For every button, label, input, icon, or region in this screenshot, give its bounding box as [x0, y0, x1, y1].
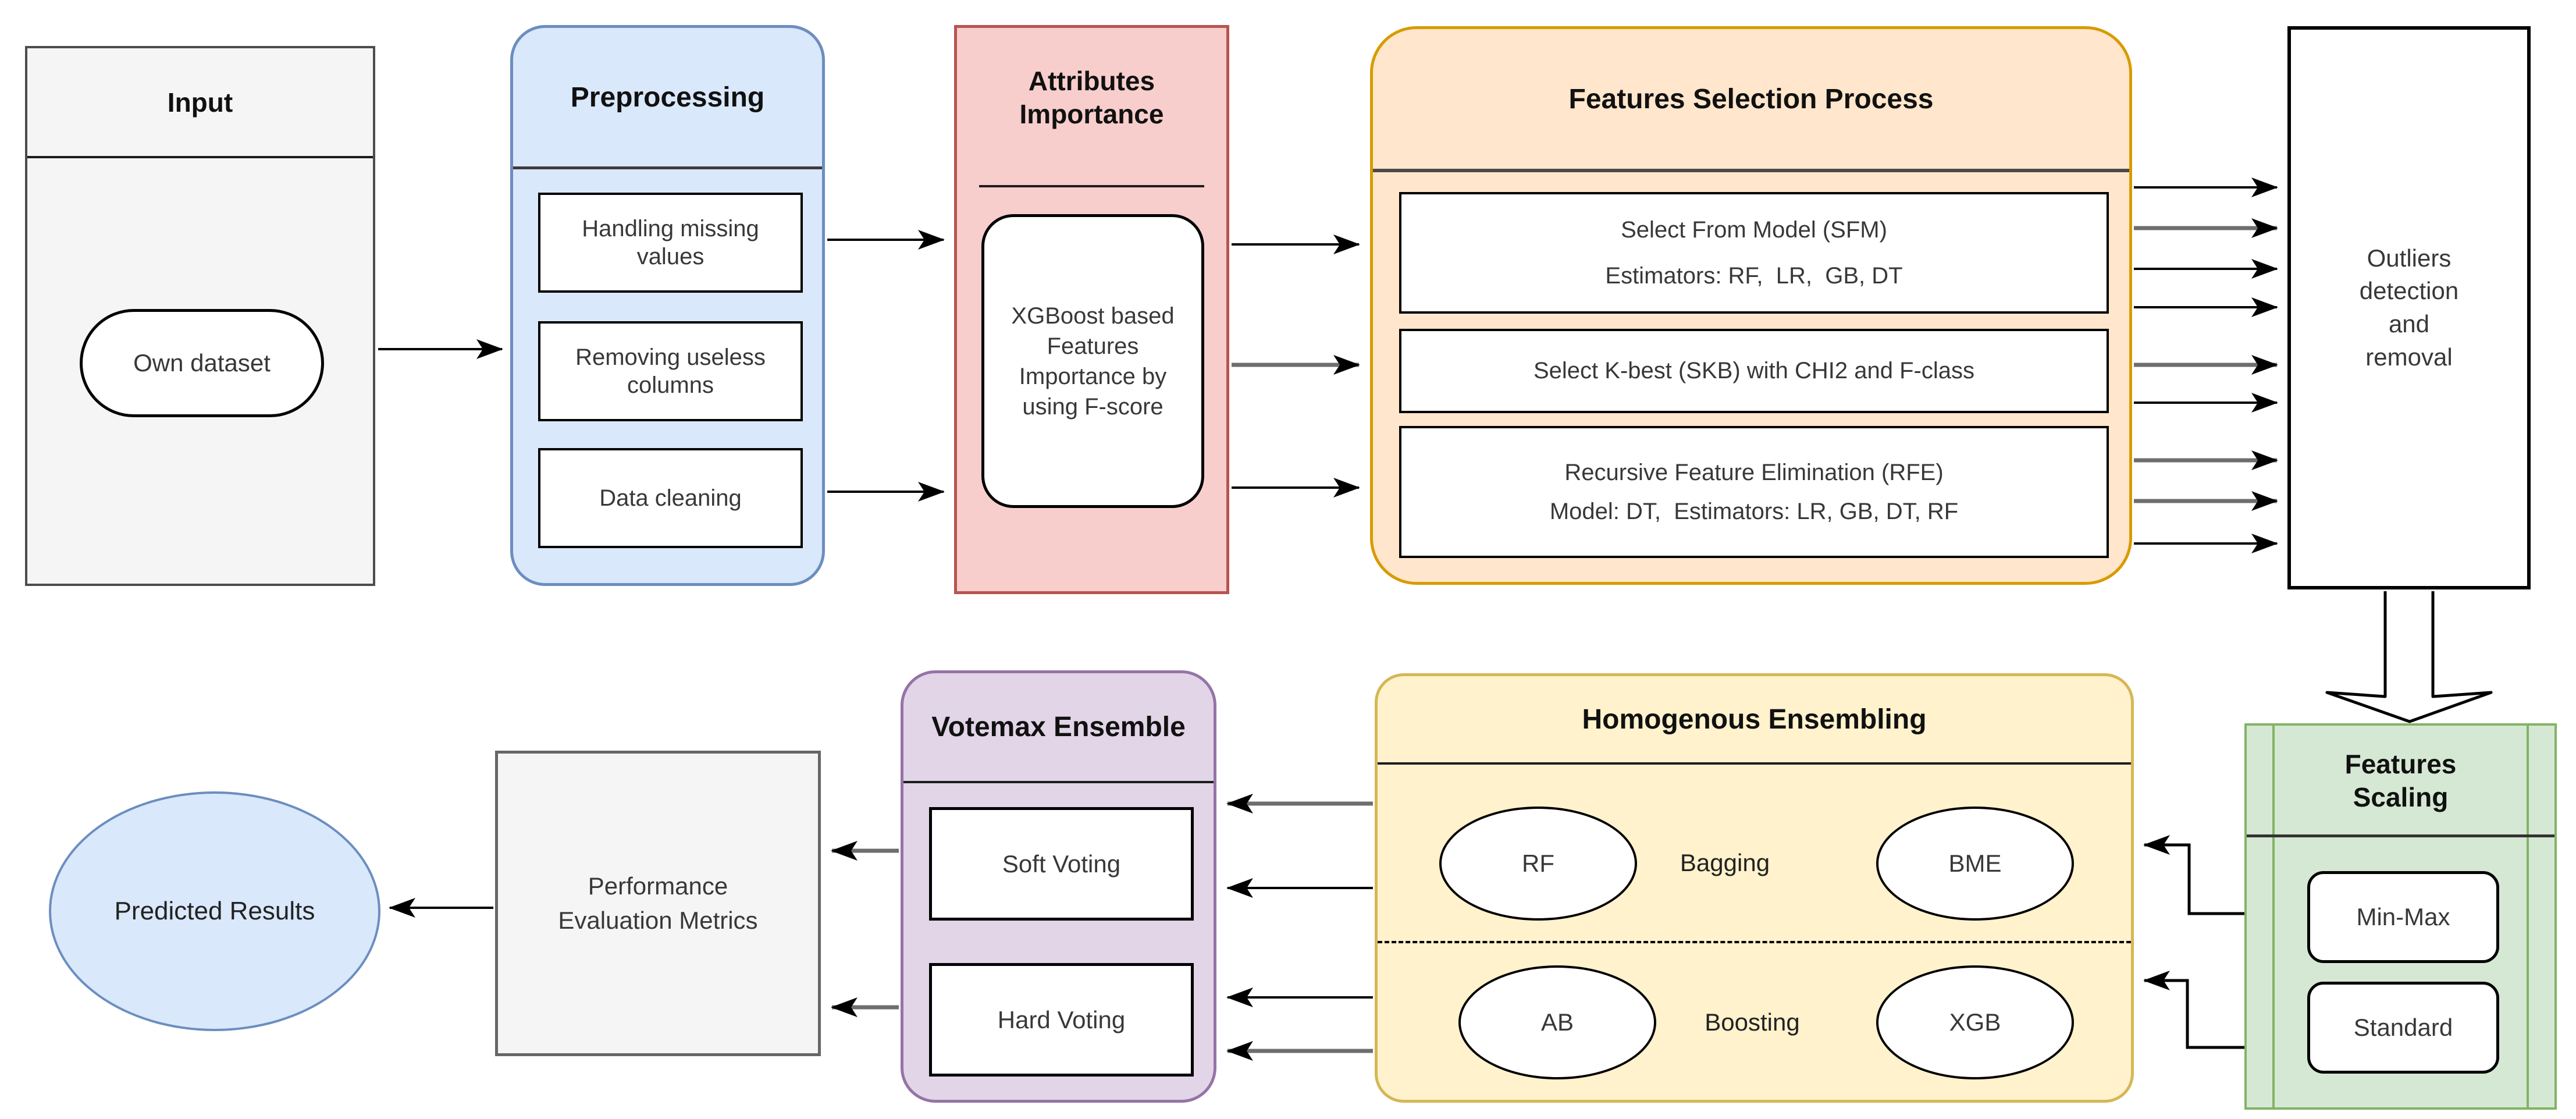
- preprocessing-item-2: Removing useless columns: [538, 321, 803, 421]
- votemax-ensemble-group: Votemax Ensemble Soft Voting Hard Voting: [901, 670, 1216, 1103]
- boosting-label: Boosting: [1665, 1002, 1840, 1043]
- ellipse-ab: AB: [1458, 965, 1656, 1079]
- features-scaling-group: Features Scaling Min-Max Standard: [2244, 723, 2557, 1110]
- attributes-importance-title: Attributes Importance: [957, 48, 1226, 147]
- features-selection-group: Features Selection Process Select From M…: [1370, 26, 2132, 585]
- fsp-sfm-line2: Estimators: RF, LR, GB, DT: [1605, 262, 1903, 289]
- outliers-node: Outliers detection and removal: [2287, 26, 2531, 589]
- performance-label: Performance Evaluation Metrics: [558, 872, 758, 934]
- features-scaling-title: Features Scaling: [2247, 731, 2554, 830]
- input-divider: [27, 156, 373, 158]
- bagging-label-text: Bagging: [1680, 849, 1770, 876]
- preprocessing-item-1-label: Handling missing values: [582, 216, 759, 269]
- ensembling-dashed-divider: [1378, 941, 2131, 943]
- fsp-method-skb: Select K-best (SKB) with CHI2 and F-clas…: [1399, 329, 2109, 413]
- ellipse-rf-label: RF: [1522, 850, 1554, 877]
- votemax-title: Votemax Ensemble: [931, 712, 1186, 743]
- soft-voting-node: Soft Voting: [929, 807, 1194, 921]
- performance-node: Performance Evaluation Metrics: [495, 751, 821, 1056]
- ensembling-divider: [1378, 762, 2131, 765]
- predicted-results-label: Predicted Results: [114, 897, 315, 925]
- soft-voting-label: Soft Voting: [1002, 850, 1121, 878]
- scaling-minmax-label: Min-Max: [2356, 903, 2450, 930]
- features-selection-divider: [1373, 169, 2129, 172]
- ellipse-rf: RF: [1439, 807, 1637, 921]
- input-title: Input: [167, 87, 233, 118]
- scaling-right-bar: [2527, 726, 2529, 1107]
- connector-scaling-to-ensembling-2: [2143, 971, 2244, 1049]
- fsp-method-sfm: Select From Model (SFM) Estimators: RF, …: [1399, 192, 2109, 314]
- hard-voting-label: Hard Voting: [997, 1006, 1126, 1033]
- homogenous-ensembling-group: Homogenous Ensembling RF Bagging BME AB …: [1375, 673, 2134, 1103]
- homogenous-ensembling-title: Homogenous Ensembling: [1582, 704, 1927, 735]
- connector-scaling-to-ensembling-1: [2143, 835, 2244, 915]
- fsp-method-rfe: Recursive Feature Elimination (RFE) Mode…: [1399, 426, 2109, 558]
- outliers-label: Outliers detection and removal: [2359, 244, 2459, 371]
- preprocessing-item-2-label: Removing useless columns: [575, 344, 766, 398]
- ellipse-xgb-label: XGB: [1949, 1008, 2001, 1036]
- xgboost-importance-node: XGBoost based Features Importance by usi…: [981, 214, 1204, 508]
- fsp-skb-line1: Select K-best (SKB) with CHI2 and F-clas…: [1533, 358, 1975, 383]
- ellipse-xgb: XGB: [1876, 965, 2074, 1079]
- scaling-standard-node: Standard: [2307, 982, 2499, 1074]
- preprocessing-title: Preprocessing: [570, 81, 765, 113]
- fsp-rfe-line1: Recursive Feature Elimination (RFE): [1564, 459, 1944, 485]
- ellipse-bme-label: BME: [1948, 850, 2002, 877]
- preprocessing-item-3: Data cleaning: [538, 448, 803, 548]
- features-scaling-divider: [2247, 834, 2554, 837]
- input-group: Input Own dataset: [25, 46, 375, 586]
- bagging-label: Bagging: [1638, 843, 1812, 883]
- predicted-results-node: Predicted Results: [49, 791, 380, 1031]
- preprocessing-divider: [513, 166, 822, 169]
- scaling-left-bar: [2272, 726, 2275, 1107]
- xgboost-importance-label: XGBoost based Features Importance by usi…: [1011, 303, 1175, 420]
- attributes-importance-group: Attributes Importance XGBoost based Feat…: [954, 25, 1229, 594]
- scaling-standard-label: Standard: [2353, 1014, 2453, 1041]
- attributes-importance-divider: [979, 185, 1204, 187]
- ellipse-bme: BME: [1876, 807, 2074, 921]
- ellipse-ab-label: AB: [1540, 1008, 1574, 1036]
- votemax-divider: [903, 781, 1214, 783]
- own-dataset-label: Own dataset: [133, 349, 271, 376]
- features-selection-title: Features Selection Process: [1568, 83, 1934, 115]
- preprocessing-item-3-label: Data cleaning: [599, 485, 742, 511]
- fsp-rfe-line2: Model: DT, Estimators: LR, GB, DT, RF: [1549, 498, 1959, 524]
- own-dataset-node: Own dataset: [80, 309, 324, 417]
- preprocessing-group: Preprocessing Handling missing values Re…: [510, 25, 825, 586]
- hard-voting-node: Hard Voting: [929, 963, 1194, 1077]
- boosting-label-text: Boosting: [1705, 1008, 1800, 1036]
- attributes-importance-title-text: Attributes Importance: [1019, 65, 1164, 130]
- block-arrow-outliers-to-scaling: [2325, 591, 2493, 723]
- features-scaling-title-text: Features Scaling: [2344, 748, 2457, 813]
- fsp-sfm-line1: Select From Model (SFM): [1621, 216, 1887, 243]
- preprocessing-item-1: Handling missing values: [538, 193, 803, 293]
- scaling-minmax-node: Min-Max: [2307, 871, 2499, 963]
